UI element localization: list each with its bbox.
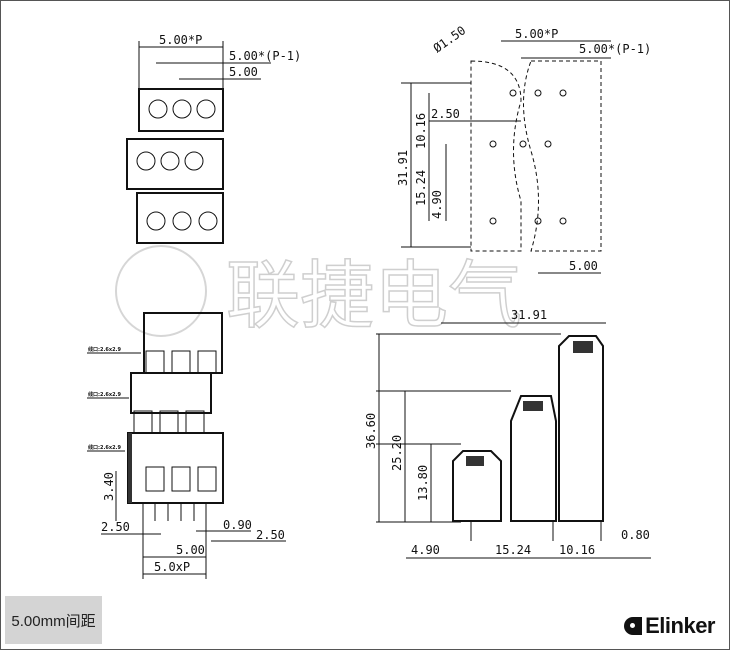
- dim-36-60: 36.60: [364, 413, 378, 449]
- dim-side-15-24: 15.24: [495, 543, 531, 557]
- wire-entry-label-2: 线口:2.6x2.9: [88, 391, 121, 398]
- dim-15-24: 15.24: [414, 170, 428, 206]
- side-view: 31.91 36.60 25.20 13.80 4.90 15.24 10.16…: [364, 308, 651, 559]
- dim-pcb-pitch-p-1: 5.00*(P-1): [579, 42, 651, 56]
- watermark: 联捷电气: [115, 245, 523, 340]
- brand-logo-icon: [624, 617, 643, 635]
- pitch-caption: 5.00mm间距: [5, 596, 102, 644]
- brand-name: Elinker: [645, 613, 715, 638]
- dim-31-91: 31.91: [396, 150, 410, 186]
- dim-pcb-pitch-p: 5.00*P: [515, 27, 558, 41]
- wire-entry-label-3: 线口:2.6x2.9: [88, 444, 121, 451]
- dim-pin-pitch: 5.00: [176, 543, 205, 557]
- watermark-text: 联捷电气: [226, 253, 522, 339]
- dim-total-width: 5.0xP: [154, 560, 190, 574]
- dim-pitch-p-1: 5.00*(P-1): [229, 49, 301, 63]
- dim-0-90: 0.90: [223, 518, 252, 532]
- dim-side-10-16: 10.16: [559, 543, 595, 557]
- dim-side-31-91: 31.91: [511, 308, 547, 322]
- top-left-view: 5.00*P 5.00*(P-1) 5.00: [126, 33, 301, 244]
- dim-2-50: 2.50: [431, 107, 460, 121]
- dim-side-4-90: 4.90: [411, 543, 440, 557]
- dim-pin-2-50: 2.50: [101, 520, 130, 534]
- dim-pitch: 5.00: [229, 65, 258, 79]
- dim-10-16: 10.16: [414, 113, 428, 149]
- wire-entry-label-1: 线口:2.6x2.9: [88, 346, 121, 353]
- top-right-view: 5.00*P 5.00*(P-1) Ø1.50 10.16 2.50 31.91…: [396, 23, 651, 274]
- brand-logo: Elinker: [624, 613, 715, 639]
- dim-side-0-80: 0.80: [621, 528, 650, 542]
- dim-pitch-p: 5.00*P: [159, 33, 202, 47]
- front-view: 线口:2.6x2.9 线口:2.6x2.9 线口:2.6x2.9 3.40 2.…: [87, 312, 286, 579]
- dim-3-40: 3.40: [102, 472, 116, 501]
- dim-25-20: 25.20: [390, 435, 404, 471]
- dim-5-00: 5.00: [569, 259, 598, 273]
- dim-13-80: 13.80: [416, 465, 430, 501]
- dim-4-90: 4.90: [430, 190, 444, 219]
- dim-hole-diameter: Ø1.50: [431, 23, 469, 55]
- dim-right-2-50: 2.50: [256, 528, 285, 542]
